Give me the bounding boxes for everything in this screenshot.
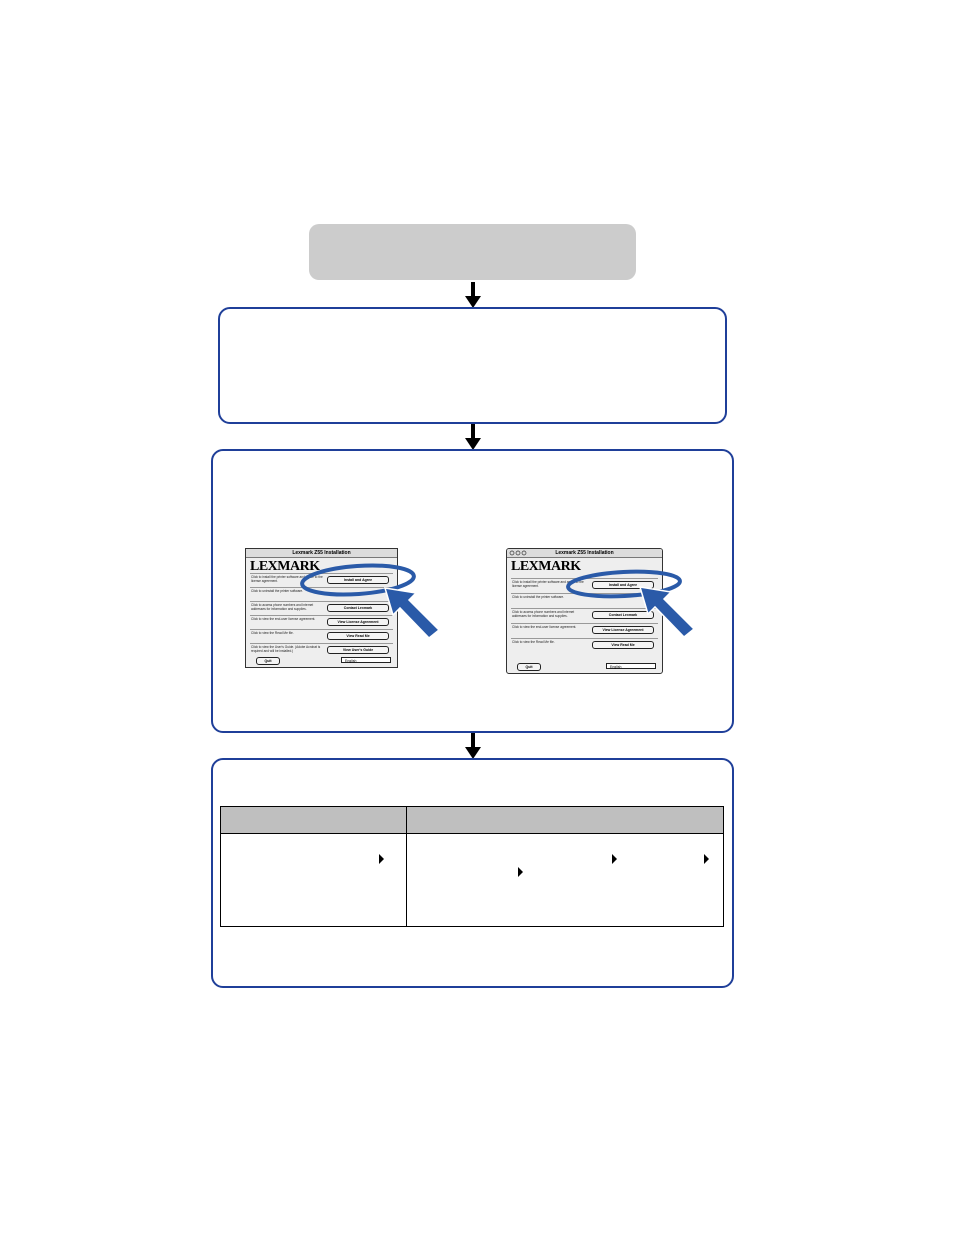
dialog-footer: Quit English <box>511 662 658 671</box>
installer-dialog-os9: Lexmark Z55 Installation LEXMARK Click t… <box>245 548 398 668</box>
step-box-3 <box>211 758 734 988</box>
down-arrow-icon <box>465 282 481 308</box>
dialog-row: Click to install the printer software an… <box>511 578 658 593</box>
table-header-cell <box>221 807 406 834</box>
step-box-1 <box>218 307 727 424</box>
dialog-row: Click to view the end-user license agree… <box>250 615 393 629</box>
view-readme-button[interactable]: View Read Me <box>327 632 389 640</box>
view-users-guide-button[interactable]: View User's Guide <box>327 646 389 654</box>
install-and-agree-button[interactable]: Install and Agree <box>592 581 654 589</box>
installer-dialog-osx: Lexmark Z55 Installation LEXMARK Click t… <box>506 548 663 674</box>
view-license-button[interactable]: View License Agreement <box>327 618 389 626</box>
view-license-button[interactable]: View License Agreement <box>592 626 654 634</box>
language-select[interactable]: English <box>341 657 391 663</box>
dialog-title: Lexmark Z55 Installation <box>246 549 397 558</box>
dialog-row: Click to view the Read Me file. View Rea… <box>250 629 393 643</box>
step-banner <box>309 224 636 280</box>
install-and-agree-button[interactable]: Install and Agree <box>327 576 389 584</box>
down-arrow-icon <box>465 733 481 759</box>
menu-triangle-icon <box>379 854 384 864</box>
dialog-footer: Quit English <box>250 656 393 665</box>
down-arrow-icon <box>465 424 481 450</box>
view-readme-button[interactable]: View Read Me <box>592 641 654 649</box>
language-select[interactable]: English <box>606 663 656 669</box>
dialog-row: Click to uninstall the printer software. <box>250 587 393 601</box>
menu-triangle-icon <box>612 854 617 864</box>
dialog-row: Click to view the Read Me file. View Rea… <box>511 638 658 653</box>
dialog-row: Click to view the User's Guide. (Adobe A… <box>250 643 393 657</box>
info-table <box>220 806 724 927</box>
dialog-title: Lexmark Z55 Installation <box>507 549 662 558</box>
dialog-row: Click to access phone numbers and Intern… <box>511 608 658 623</box>
step-box-2 <box>211 449 734 733</box>
contact-lexmark-button[interactable]: Contact Lexmark <box>592 611 654 619</box>
menu-triangle-icon <box>518 867 523 877</box>
quit-button[interactable]: Quit <box>517 663 541 671</box>
table-divider <box>406 807 407 926</box>
contact-lexmark-button[interactable]: Contact Lexmark <box>327 604 389 612</box>
menu-triangle-icon <box>704 854 709 864</box>
dialog-row: Click to install the printer software an… <box>250 573 393 587</box>
lexmark-logo: LEXMARK <box>511 559 581 574</box>
table-header-cell <box>407 807 723 834</box>
dialog-row: Click to view the end-user license agree… <box>511 623 658 638</box>
quit-button[interactable]: Quit <box>256 657 280 665</box>
dialog-row: Click to access phone numbers and Intern… <box>250 601 393 615</box>
dialog-row: Click to uninstall the printer software. <box>511 593 658 608</box>
